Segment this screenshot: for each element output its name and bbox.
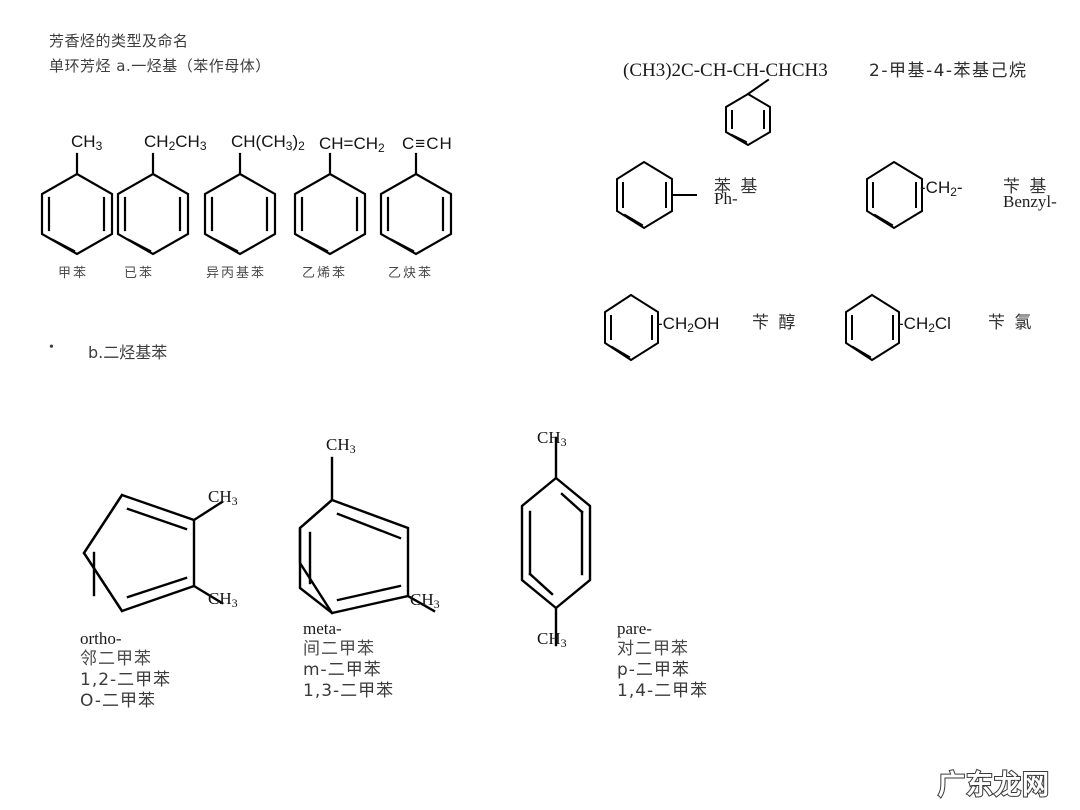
name-para-prefix-en: pare- xyxy=(617,619,652,638)
page-subtitle: 单环芳烃 a.一烃基（苯作母体） xyxy=(49,57,271,75)
structure-ortho-xylene xyxy=(80,485,250,615)
structure-benzyl-group xyxy=(866,158,961,230)
name-ortho-prefix-en: ortho- xyxy=(80,629,122,648)
name-para-letter: p-二甲苯 xyxy=(617,660,690,680)
group-name-benzyl-en: Benzyl- xyxy=(1003,192,1057,211)
name-block-para: pare- 对二甲苯 p-二甲苯 1,4-二甲苯 xyxy=(617,618,708,702)
compound-name-benzyl-chloride: 苄 氯 xyxy=(988,313,1034,333)
structure-phenyl-group xyxy=(616,158,721,230)
substituent-label-toluene: CH3 xyxy=(71,132,103,153)
benzene-ring-benzyl-chloride xyxy=(845,293,900,362)
compound-name-toluene: 甲苯 xyxy=(58,266,89,281)
structure-phenylhexane-ring xyxy=(722,78,792,148)
group-name-phenyl-en: Ph- xyxy=(714,189,738,208)
benzene-ring-ethylbenzene xyxy=(116,152,190,256)
structure-benzyl-alcohol xyxy=(604,292,699,362)
watermark-logo: 广东龙网 xyxy=(937,769,1050,802)
compound-name-ethylbenzene: 已苯 xyxy=(124,266,155,281)
benzene-ring-benzyl xyxy=(866,160,923,230)
compound-name-isopropylbenzene: 异丙基苯 xyxy=(206,266,267,281)
substituent-label-ethylbenzene: CH2CH3 xyxy=(144,132,207,153)
name-ortho-letter: O-二甲苯 xyxy=(80,691,156,711)
name-meta-cn: 间二甲苯 xyxy=(303,639,375,659)
benzene-ring-phenylhexane xyxy=(725,78,771,147)
group-bond-label-benzyl-alcohol: -CH2OH xyxy=(657,314,720,335)
name-meta-letter: m-二甲苯 xyxy=(303,660,382,680)
substituent-label-isopropylbenzene: CH(CH3)2 xyxy=(231,132,305,153)
benzene-ring-benzyl-alcohol xyxy=(604,293,659,362)
compound-name-benzyl-alcohol: 苄 醇 xyxy=(752,313,798,333)
benzene-ring-styrene xyxy=(293,152,367,256)
substituent-label-para-bottom: CH3 xyxy=(537,629,567,650)
structure-benzyl-chloride xyxy=(845,292,940,362)
benzene-ring-phenyl xyxy=(616,160,697,230)
name-block-ortho: ortho- 邻二甲苯 1,2-二甲苯 O-二甲苯 xyxy=(80,628,171,712)
substituent-label-phenylacetylene: C≡CH xyxy=(402,134,453,153)
page-title: 芳香烃的类型及命名 xyxy=(49,32,189,50)
name-ortho-cn: 邻二甲苯 xyxy=(80,649,152,669)
name-para-numbered: 1,4-二甲苯 xyxy=(617,681,709,701)
benzene-ring-para-xylene xyxy=(520,436,592,647)
benzene-ring-isopropylbenzene xyxy=(203,152,277,256)
substituent-label-meta-bottom: CH3 xyxy=(410,590,440,611)
group-name-benzyl-cn: 苄 基 xyxy=(1003,177,1049,197)
group-name-phenyl-cn: 苯 基 xyxy=(714,177,760,197)
benzene-ring-toluene xyxy=(40,152,114,256)
name-meta-prefix-en: meta- xyxy=(303,619,342,638)
name-ortho-numbered: 1,2-二甲苯 xyxy=(80,670,172,690)
section-heading-b: b.二烃基苯 xyxy=(88,343,168,362)
name-para-cn: 对二甲苯 xyxy=(617,639,689,659)
group-bond-label-benzyl-chloride: -CH2Cl xyxy=(898,314,951,335)
substituent-label-meta-top: CH3 xyxy=(326,435,356,456)
structure-meta-xylene xyxy=(298,456,468,615)
substituent-label-para-top: CH3 xyxy=(537,428,567,449)
benzene-ring-phenylacetylene xyxy=(379,152,453,256)
name-block-meta: meta- 间二甲苯 m-二甲苯 1,3-二甲苯 xyxy=(303,618,394,702)
bullet-icon: • xyxy=(49,340,54,355)
group-bond-label-benzyl: -CH2- xyxy=(920,178,963,199)
benzene-ring-meta-xylene xyxy=(298,456,436,615)
substituent-label-ortho-bottom: CH3 xyxy=(208,589,238,610)
benzene-ring-ortho-xylene xyxy=(82,493,224,613)
compound-name-styrene: 乙烯苯 xyxy=(302,266,348,281)
chain-formula-phenylhexane: (CH3)2C-CH-CH-CHCH3 xyxy=(623,60,828,81)
name-meta-numbered: 1,3-二甲苯 xyxy=(303,681,395,701)
substituent-label-styrene: CH=CH2 xyxy=(319,134,385,155)
compound-name-phenylacetylene: 乙炔苯 xyxy=(388,266,434,281)
iupac-name-phenylhexane: 2-甲基-4-苯基己烷 xyxy=(869,61,1028,81)
structure-para-xylene xyxy=(512,436,642,647)
substituent-label-ortho-top: CH3 xyxy=(208,487,238,508)
